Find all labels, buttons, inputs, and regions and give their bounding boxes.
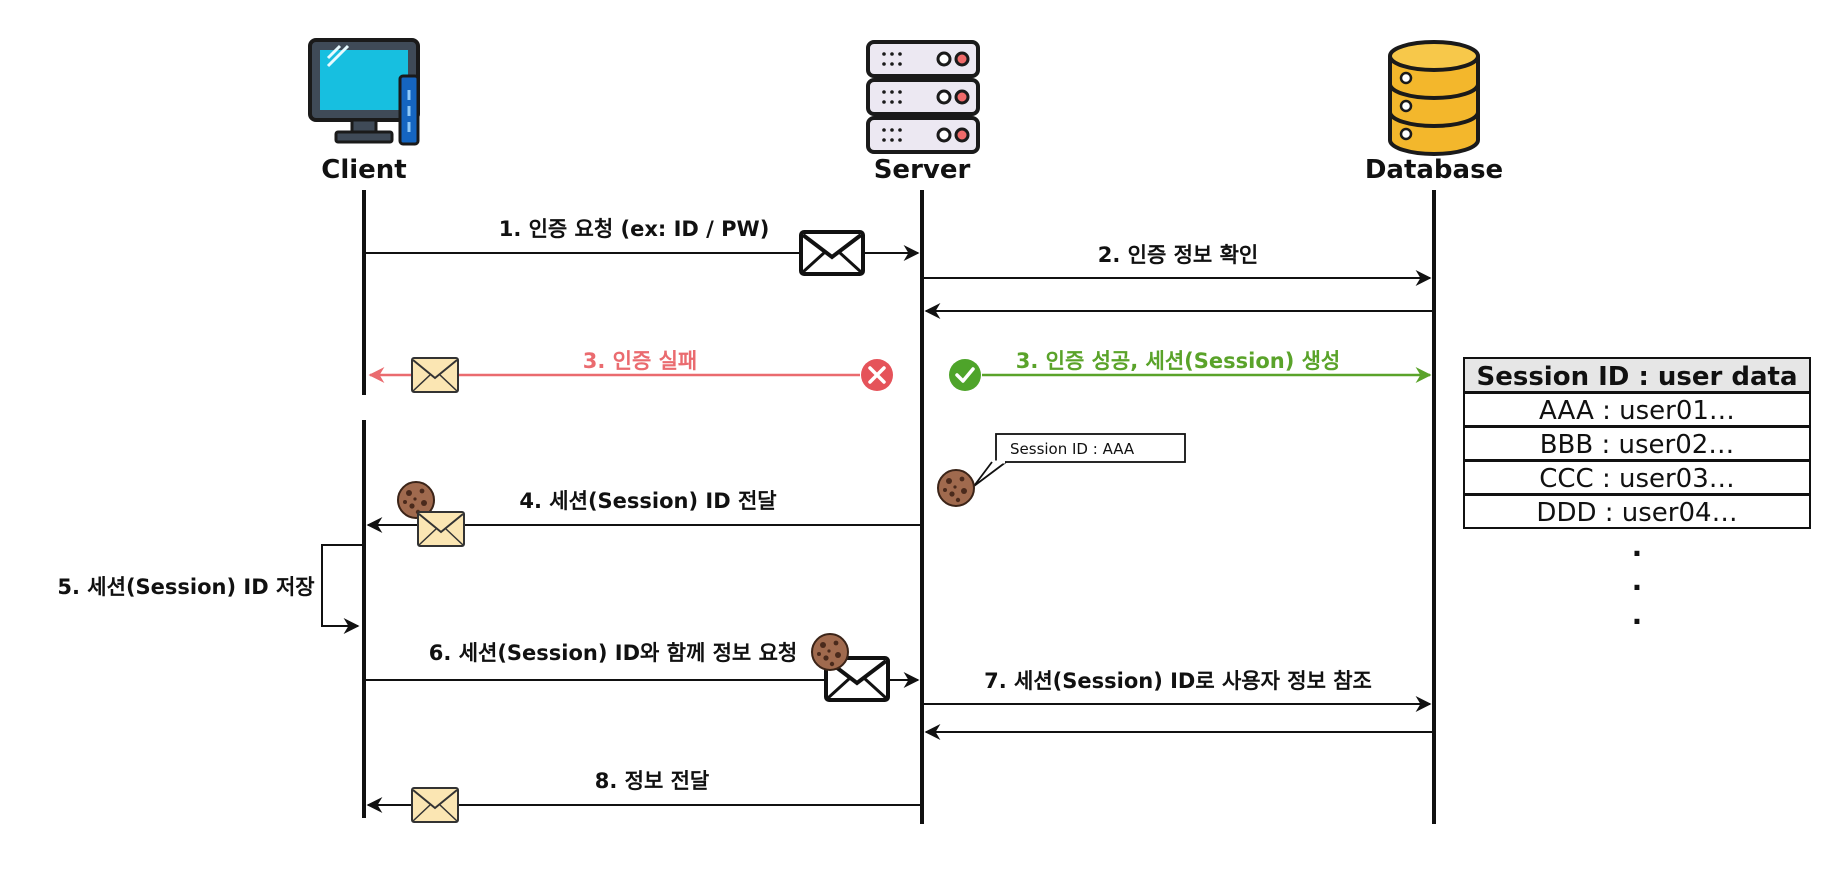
envelope-icon <box>417 511 465 547</box>
message-8-label: 8. 정보 전달 <box>595 769 710 793</box>
cookie-icon <box>937 469 975 507</box>
monitor-icon <box>308 38 420 146</box>
message-5-label: 5. 세션(Session) ID 저장 <box>57 575 314 599</box>
session-table: Session ID : user data AAA : user01… BBB… <box>1463 357 1811 631</box>
actor-client-label: Client <box>321 155 406 185</box>
callout-text: Session ID : AAA <box>1010 440 1135 458</box>
database-icon <box>1388 40 1480 156</box>
message-4-label: 4. 세션(Session) ID 전달 <box>519 489 776 513</box>
server-icon <box>866 40 980 154</box>
message-2-label: 2. 인증 정보 확인 <box>1098 243 1258 267</box>
session-id-callout: Session ID : AAA <box>973 433 1186 487</box>
session-table-row: DDD : user04… <box>1536 498 1737 528</box>
message-5-self-arrow <box>321 544 362 634</box>
actor-server-label: Server <box>874 155 971 185</box>
session-table-ellipsis: . <box>1632 598 1643 631</box>
session-table-header: Session ID : user data <box>1476 362 1797 392</box>
message-3-success-label: 3. 인증 성공, 세션(Session) 생성 <box>1016 349 1341 373</box>
session-table-ellipsis: . <box>1632 530 1643 563</box>
envelope-icon <box>799 230 865 276</box>
session-table-row: AAA : user01… <box>1539 396 1735 426</box>
message-1-label: 1. 인증 요청 (ex: ID / PW) <box>499 217 770 241</box>
message-6-label: 6. 세션(Session) ID와 함께 정보 요청 <box>429 641 797 665</box>
session-table-ellipsis: . <box>1632 564 1643 597</box>
session-table-row: CCC : user03… <box>1539 464 1735 494</box>
cookie-icon <box>811 633 849 671</box>
session-table-row: BBB : user02… <box>1540 430 1735 460</box>
envelope-icon <box>411 787 459 823</box>
check-circle-icon <box>949 359 981 391</box>
envelope-icon <box>411 357 459 393</box>
x-circle-icon <box>861 359 893 391</box>
message-7-label: 7. 세션(Session) ID로 사용자 정보 참조 <box>984 669 1372 693</box>
actor-database-label: Database <box>1365 155 1503 185</box>
message-3-fail-label: 3. 인증 실패 <box>583 349 698 373</box>
